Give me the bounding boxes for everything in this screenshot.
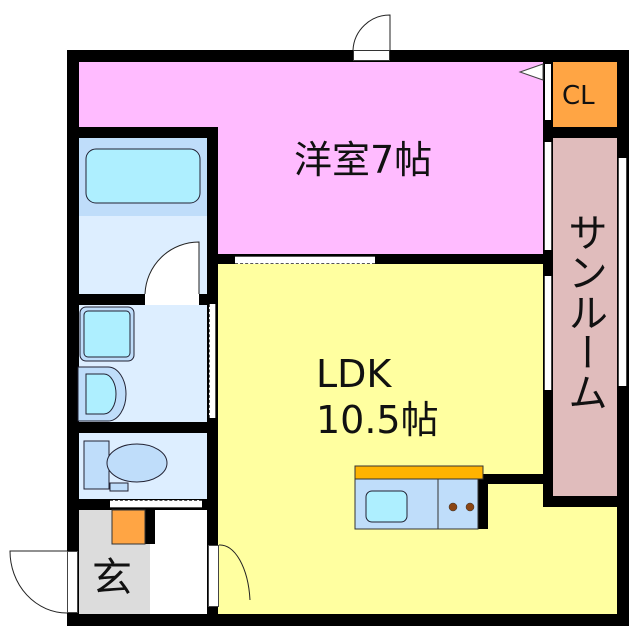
wall-bottom (67, 614, 629, 626)
wall-top (67, 50, 629, 62)
closet-door[interactable] (545, 64, 551, 120)
wall-kitchen-stub (478, 474, 553, 484)
sunroom-window-left-upper[interactable] (544, 142, 552, 250)
bathtub-icon (85, 148, 201, 204)
toilet-bowl-icon (106, 443, 168, 483)
stove-burner-icon (448, 502, 458, 512)
sunroom-label: サンルーム (561, 212, 607, 412)
wall-wash-toilet (67, 422, 217, 433)
hallway (150, 510, 208, 614)
top-door-opening[interactable] (353, 50, 390, 61)
entrance-door-opening[interactable] (67, 551, 78, 613)
sunroom-window-right[interactable] (618, 158, 627, 386)
entrance-label: 玄 (92, 555, 132, 601)
closet-label: CL (562, 81, 595, 111)
sink-icon (365, 490, 408, 523)
sunroom (553, 138, 617, 496)
western-room-label: 洋室7帖 (294, 138, 433, 182)
shoe-box-icon (111, 509, 146, 545)
wall-closet-bottom (543, 127, 629, 138)
ldk-door-opening[interactable] (208, 545, 219, 607)
wall-shoe-box (145, 508, 155, 544)
wall-kitchen-stub-v (478, 474, 488, 529)
wall-left (67, 50, 79, 615)
toilet-tank-icon (83, 440, 110, 490)
wall-bath-wash (67, 294, 217, 305)
toilet-sliding-door[interactable] (110, 500, 202, 508)
closet (553, 62, 617, 128)
kitchen-counter-top (354, 465, 484, 480)
wall-room-ldk (207, 254, 553, 264)
sunroom-window-left-lower[interactable] (544, 276, 552, 390)
stove-burner-icon (465, 502, 475, 512)
room-sliding-door[interactable] (235, 256, 375, 264)
wash-sliding-door[interactable] (209, 304, 216, 418)
ldk-room (218, 264, 544, 484)
wall-bath-top (67, 127, 217, 138)
ldk-size-label: 10.5帖 (316, 398, 439, 442)
bath-door-opening[interactable] (145, 294, 199, 305)
ldk-label: LDK (316, 352, 392, 396)
wall-sunroom-bottom (543, 496, 629, 507)
